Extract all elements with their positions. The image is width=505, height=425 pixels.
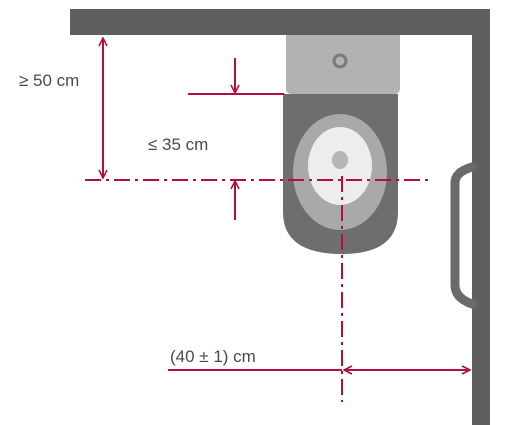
flush-button-icon xyxy=(332,53,348,69)
toilet-tank xyxy=(286,35,400,94)
side-wall-distance-label: (40 ± 1) cm xyxy=(170,347,256,366)
max-height-offset-label: ≤ 35 cm xyxy=(148,135,208,154)
side-wall xyxy=(472,9,490,425)
grab-bar xyxy=(450,162,477,309)
min-wall-distance-label: ≥ 50 cm xyxy=(19,71,79,90)
toilet-bowl xyxy=(283,94,398,254)
back-wall xyxy=(70,9,490,35)
drain-hole xyxy=(332,151,348,169)
